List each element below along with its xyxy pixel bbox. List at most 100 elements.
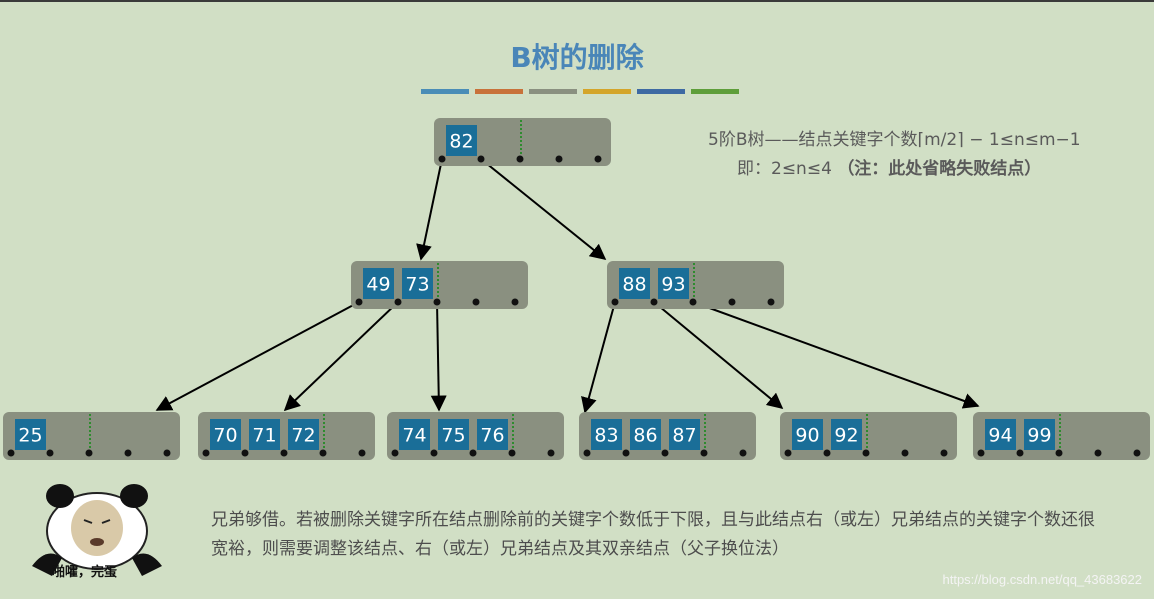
key-box: [1024, 419, 1055, 450]
pointer-dot: [438, 155, 446, 163]
key-cell: 87: [669, 419, 700, 450]
key-label: 87: [672, 425, 696, 447]
key-label: 76: [480, 425, 504, 447]
key-cell: 86: [630, 419, 661, 450]
key-cell: 76: [477, 419, 508, 450]
pointer-dot: [241, 449, 249, 457]
key-box: [446, 125, 477, 156]
pointer-dot: [280, 449, 288, 457]
key-cell: 73: [402, 268, 433, 299]
key-cell: 90: [792, 419, 823, 450]
pointer-dot: [823, 449, 831, 457]
edge-arrow: [416, 158, 443, 261]
color-stripe: [529, 89, 577, 94]
pointer-dot: [611, 298, 619, 306]
pointer-dot: [508, 449, 516, 457]
key-label: 70: [213, 425, 237, 447]
key-box: [985, 419, 1016, 450]
pointer-dot: [583, 449, 591, 457]
root-node: 82: [434, 118, 611, 166]
pointer-dot: [555, 155, 563, 163]
rule-line-1: 5阶B树——结点关键字个数⌈m/2⌉ − 1≤n≤m−1: [708, 130, 1081, 150]
key-box: [477, 419, 508, 450]
top-border: [0, 0, 1154, 2]
color-stripe: [475, 89, 523, 94]
pointer-dot: [661, 449, 669, 457]
explanation-text: 兄弟够借。若被删除关键字所在结点删除前的关键字个数低于下限，且与此结点右（或左）…: [211, 510, 1095, 559]
pointer-dot: [85, 449, 93, 457]
key-box: [591, 419, 622, 450]
leaf-node: 25: [3, 412, 180, 460]
pointer-dot: [319, 449, 327, 457]
key-box: [402, 268, 433, 299]
edge-arrow: [581, 301, 616, 414]
pointer-dot: [940, 449, 948, 457]
key-box: [669, 419, 700, 450]
pointer-dot: [622, 449, 630, 457]
pointer-dot: [1133, 449, 1141, 457]
node-box: [780, 412, 957, 460]
edge-arrow: [155, 301, 360, 411]
rule-line-2: 即：2≤n≤4 （注：此处省略失败结点）: [737, 154, 1041, 179]
color-stripe: [691, 89, 739, 94]
key-box: [210, 419, 241, 450]
pointer-dot: [767, 298, 775, 306]
pointer-dot: [358, 449, 366, 457]
color-stripe: [583, 89, 631, 94]
pointer-dot: [1094, 449, 1102, 457]
key-label: 75: [441, 425, 465, 447]
node-box: [434, 118, 611, 166]
rule-line-2-note: （注：此处省略失败结点）: [837, 159, 1042, 179]
edge-arrow: [430, 301, 447, 412]
key-cell: 99: [1024, 419, 1055, 450]
tree-nodes: 82 49 73 88 93 25 70 71 72 74 75 76 83 86 87 90 92 94 99: [3, 118, 1150, 460]
key-box: [363, 268, 394, 299]
color-stripes: [421, 89, 739, 94]
key-box: [288, 419, 319, 450]
key-cell: 94: [985, 419, 1016, 450]
tree-edges: [155, 158, 980, 414]
pointer-dot: [547, 449, 555, 457]
pointer-dot: [1016, 449, 1024, 457]
pointer-dot: [124, 449, 132, 457]
pointer-dot: [469, 449, 477, 457]
panda-meme-icon: [32, 484, 162, 576]
pointer-dot: [394, 298, 402, 306]
node-box: [607, 261, 784, 309]
node-box: [3, 412, 180, 460]
leaf-node: 70 71 72: [198, 412, 375, 460]
key-box: [249, 419, 280, 450]
key-box: [619, 268, 650, 299]
key-cell: 75: [438, 419, 469, 450]
pointer-dot: [202, 449, 210, 457]
page-title: B树的删除: [510, 41, 644, 74]
pointer-dot: [511, 298, 519, 306]
edge-arrow: [283, 301, 399, 412]
leaf-node: 94 99: [973, 412, 1150, 460]
key-label: 82: [449, 131, 473, 153]
key-box: [399, 419, 430, 450]
key-cell: 82: [446, 125, 477, 156]
pointer-dot: [700, 449, 708, 457]
key-label: 90: [795, 425, 819, 447]
key-cell: 72: [288, 419, 319, 450]
key-label: 25: [18, 425, 42, 447]
key-label: 83: [594, 425, 618, 447]
key-cell: 93: [658, 268, 689, 299]
pointer-dot: [977, 449, 985, 457]
key-cell: 71: [249, 419, 280, 450]
key-box: [658, 268, 689, 299]
watermark: https://blog.csdn.net/qq_43683622: [942, 572, 1143, 587]
key-box: [15, 419, 46, 450]
key-label: 72: [291, 425, 315, 447]
key-cell: 70: [210, 419, 241, 450]
key-cell: 49: [363, 268, 394, 299]
pointer-dot: [472, 298, 480, 306]
edge-arrow: [692, 301, 980, 409]
key-cell: 88: [619, 268, 650, 299]
key-label: 92: [834, 425, 858, 447]
key-box: [831, 419, 862, 450]
key-label: 74: [402, 425, 426, 447]
pointer-dot: [689, 298, 697, 306]
key-cell: 83: [591, 419, 622, 450]
